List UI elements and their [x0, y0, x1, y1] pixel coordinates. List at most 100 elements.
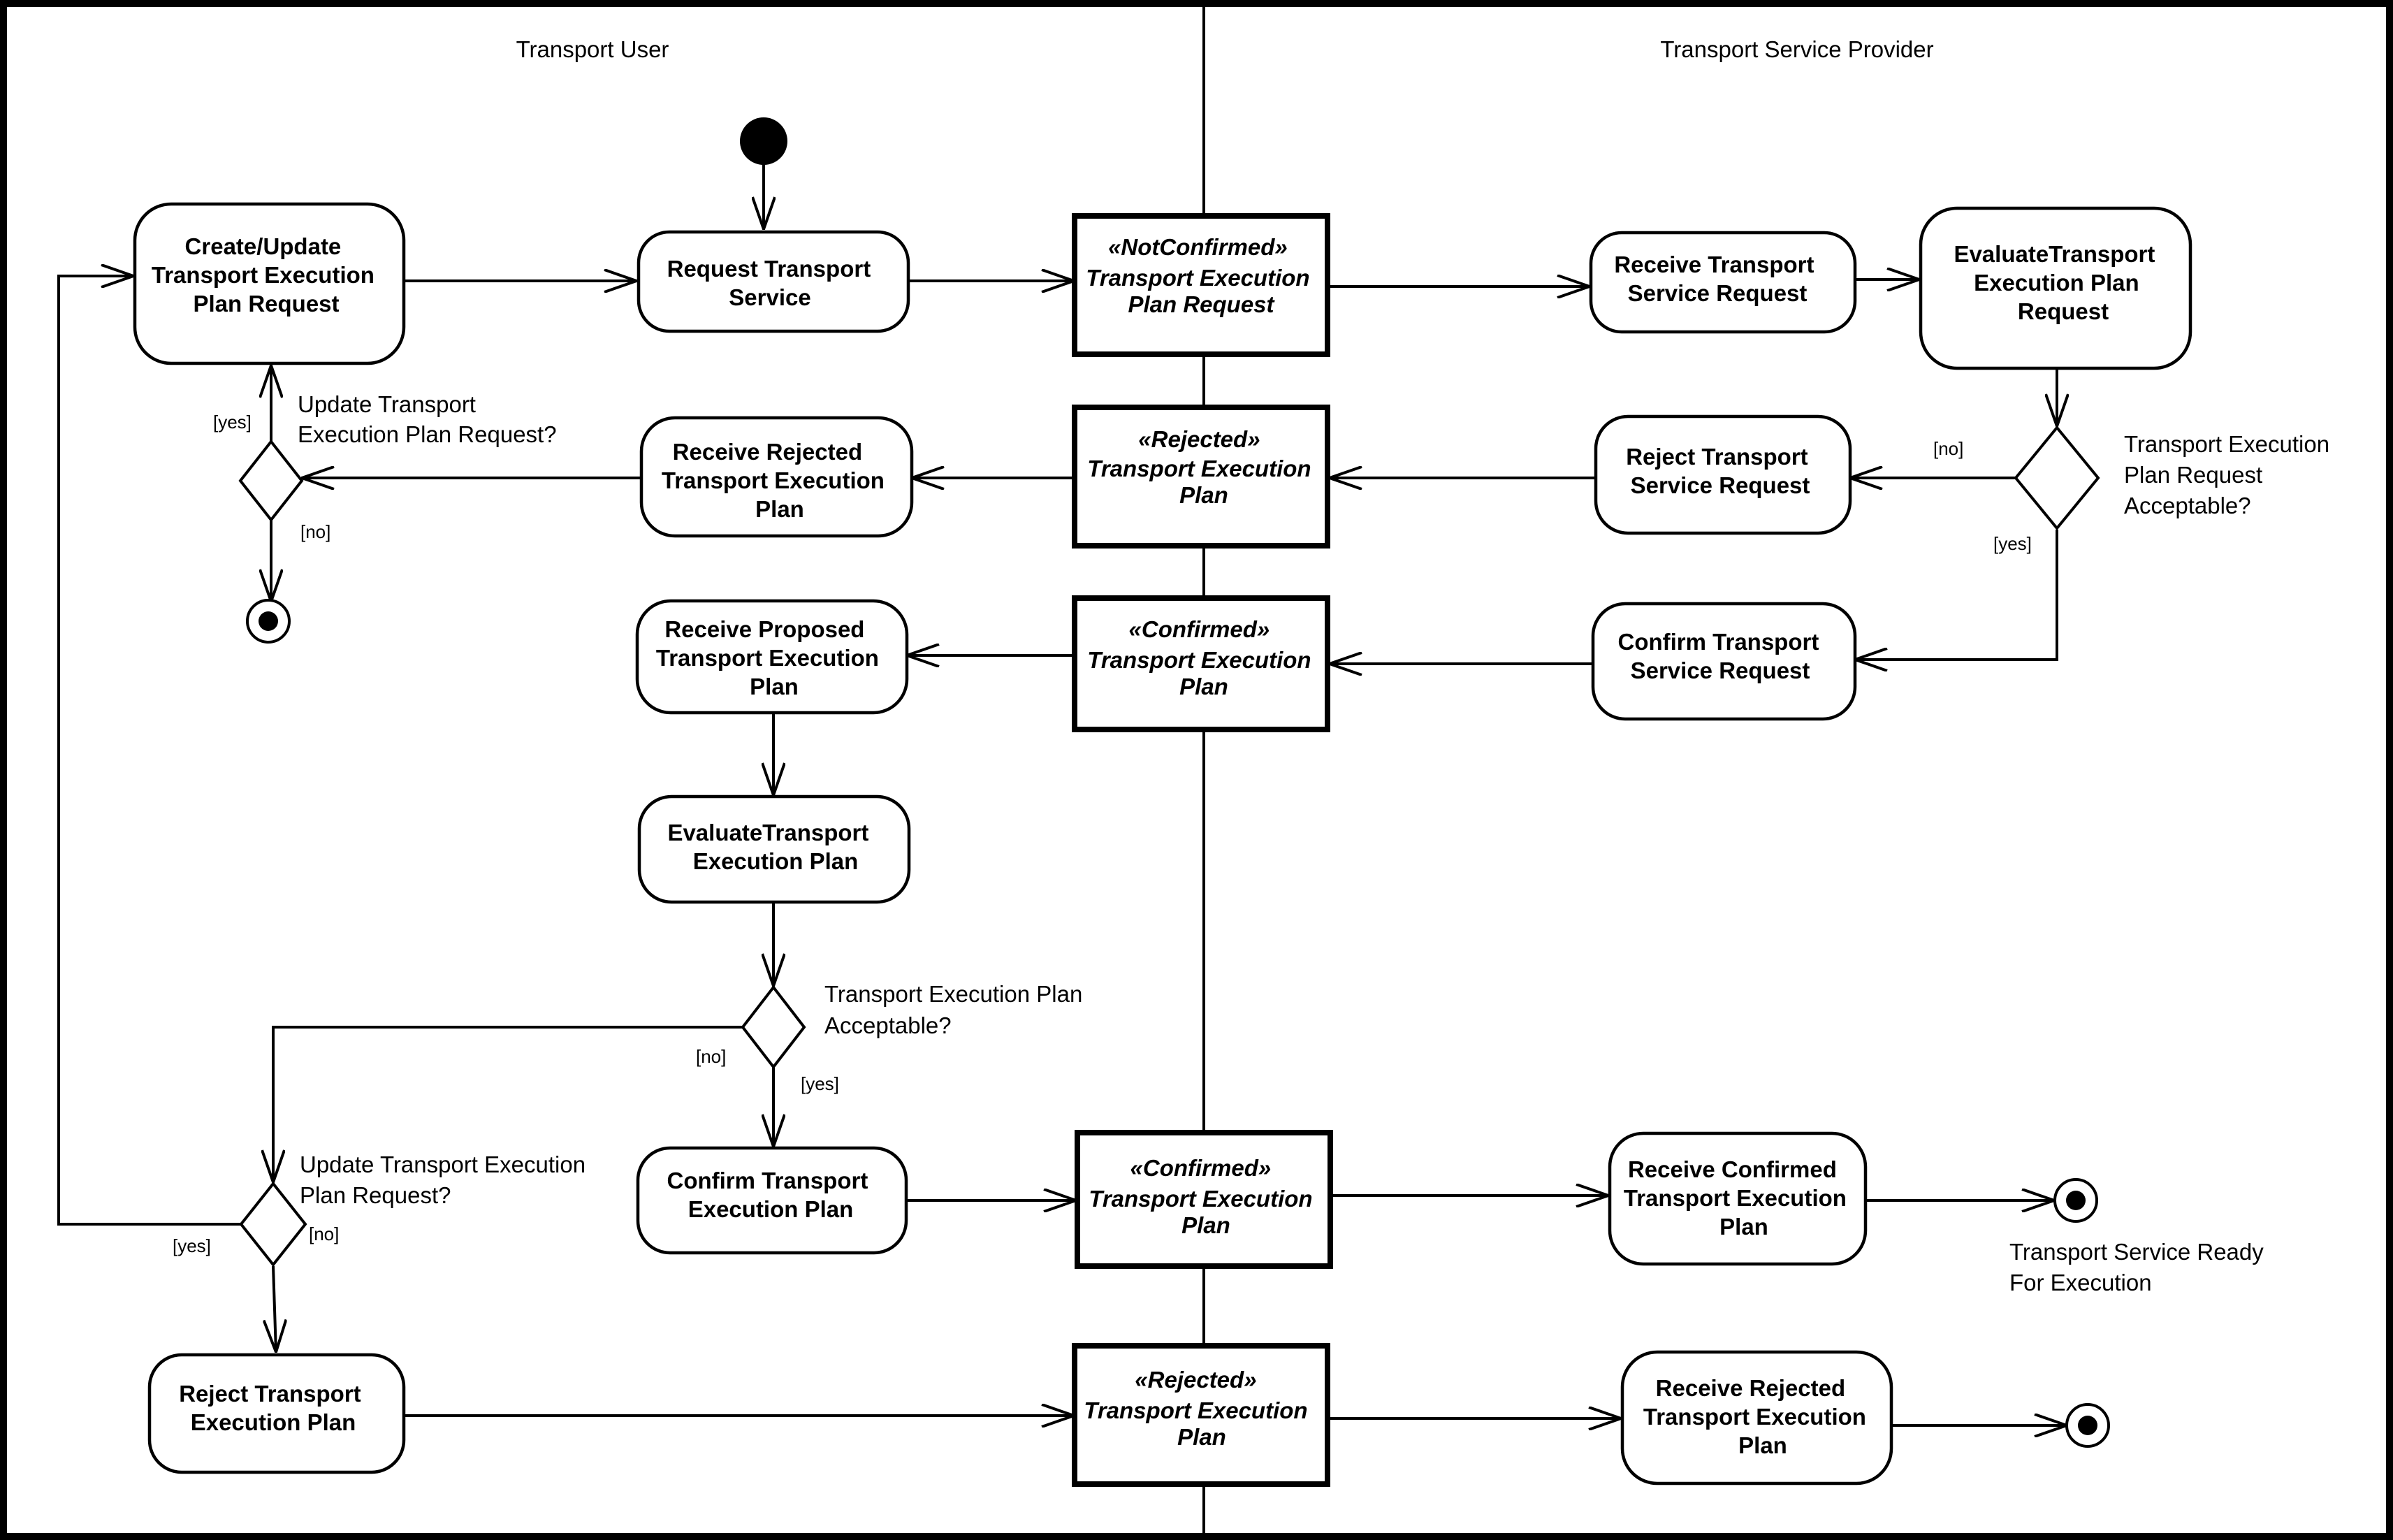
activity-request-transport-service[interactable]: Request Transport Service — [637, 230, 910, 333]
object-node-label: Transport Execution — [1084, 1397, 1307, 1423]
guard-yes: [yes] — [1993, 533, 2032, 554]
decision-plan-acceptable[interactable] — [741, 985, 806, 1070]
final-node-ready — [2053, 1178, 2098, 1223]
activity-label: Execution Plan — [688, 1196, 854, 1222]
svg-text:Confirm Transport Execut: Confirm Transport Execution Plan — [667, 1168, 874, 1222]
object-node-label: Transport Execution — [1089, 1186, 1312, 1212]
object-node-label: Transport Execution — [1087, 647, 1311, 673]
svg-text:Request Transport Servic: Request Transport Service — [667, 256, 878, 310]
decision-request-acceptable[interactable] — [2014, 425, 2100, 531]
lane-header-transport-user: Transport User — [516, 36, 669, 62]
activity-receive-rejected-plan-user[interactable]: Receive Rejected Transport Execution Pla… — [639, 416, 914, 538]
activity-label: Plan — [750, 674, 799, 699]
svg-text:«Rejected» Transport Exe: «Rejected» Transport Execution Plan — [1084, 1367, 1314, 1450]
object-node-label: Plan — [1179, 482, 1228, 508]
activity-label: Receive Rejected — [1656, 1375, 1846, 1401]
activity-label: Create/Update — [185, 233, 342, 259]
activity-label: Request — [2018, 298, 2109, 324]
activity-confirm-transport-service-request[interactable]: Confirm Transport Service Request — [1591, 602, 1857, 721]
object-node-label: Plan — [1181, 1212, 1230, 1238]
initial-node — [740, 117, 787, 165]
object-node-label: Transport Execution — [1087, 456, 1311, 481]
activity-evaluate-transport-execution-plan[interactable]: EvaluateTransport Execution Plan — [637, 794, 911, 904]
activity-receive-confirmed-plan[interactable]: Receive Confirmed Transport Execution Pl… — [1608, 1131, 1868, 1266]
guard-yes: [yes] — [213, 412, 252, 433]
activity-label: Transport Execution — [1643, 1404, 1866, 1430]
activity-create-update-request[interactable]: Create/Update Transport Execution Plan R… — [133, 202, 406, 365]
activity-label: Receive Transport — [1614, 252, 1814, 277]
svg-text:Reject Transport Executi: Reject Transport Execution Plan — [179, 1381, 368, 1435]
activity-confirm-transport-execution-plan[interactable]: Confirm Transport Execution Plan — [636, 1146, 908, 1255]
activity-label: Transport Execution — [152, 262, 374, 288]
activity-label: Transport Execution — [662, 467, 885, 493]
flow-decision-yes-to-confirm — [1855, 530, 2058, 660]
object-node-not-confirmed-request[interactable]: «NotConfirmed» Transport Execution Plan … — [1072, 213, 1330, 357]
svg-text:«NotConfirmed» Transport: «NotConfirmed» Transport Execution Plan … — [1086, 234, 1316, 317]
svg-text:Receive Transport Servic: Receive Transport Service Request — [1614, 252, 1820, 306]
guard-yes: [yes] — [173, 1235, 211, 1256]
svg-text:Receive Confirmed Transp: Receive Confirmed Transport Execution Pl… — [1624, 1156, 1853, 1240]
activity-label: Reject Transport — [179, 1381, 361, 1407]
activity-label: EvaluateTransport — [667, 820, 868, 845]
activity-label: Transport Execution — [656, 645, 879, 671]
decision-update-request-2[interactable] — [239, 1181, 307, 1267]
svg-text:Receive Rejected Transpo: Receive Rejected Transport Execution Pla… — [1643, 1375, 1872, 1458]
activity-label: Service Request — [1628, 280, 1808, 306]
object-node-label: «Confirmed» — [1130, 1155, 1272, 1181]
object-node-label: Transport Execution — [1086, 265, 1309, 291]
svg-text:Reject Transport Service: Reject Transport Service Request — [1626, 444, 1814, 498]
activity-reject-transport-execution-plan[interactable]: Reject Transport Execution Plan — [147, 1353, 406, 1474]
lane-header-transport-service-provider: Transport Service Provider — [1660, 36, 1933, 62]
object-node-label: «Rejected» — [1135, 1367, 1256, 1393]
guard-no: [no] — [1933, 438, 1963, 459]
guard-no: [no] — [309, 1223, 339, 1244]
activity-label: Plan Request — [193, 291, 339, 317]
activity-label: Receive Rejected — [673, 439, 863, 465]
object-node-label: Plan — [1177, 1424, 1226, 1450]
activity-receive-transport-service-request[interactable]: Receive Transport Service Request — [1589, 231, 1857, 334]
activity-label: Service Request — [1631, 472, 1810, 498]
activity-label: Confirm Transport — [667, 1168, 868, 1193]
decision-question-update-request-1: Update Transport Execution Plan Request? — [298, 391, 557, 447]
activity-evaluate-transport-execution-plan-request[interactable]: EvaluateTransport Execution Plan Request — [1919, 206, 2192, 370]
activity-label: Transport Execution — [1624, 1185, 1847, 1211]
control-flows — [57, 164, 2067, 1425]
svg-text:EvaluateTransport Execut: EvaluateTransport Execution Plan — [667, 820, 875, 874]
object-node-confirmed-plan-1[interactable]: «Confirmed» Transport Execution Plan — [1072, 595, 1330, 732]
object-node-rejected-plan-2[interactable]: «Rejected» Transport Execution Plan — [1072, 1343, 1330, 1487]
decision-question-plan-acceptable: Transport Execution Plan Acceptable? — [824, 981, 1089, 1038]
activity-label: Request Transport — [667, 256, 871, 282]
object-node-confirmed-plan-2[interactable]: «Confirmed» Transport Execution Plan — [1075, 1130, 1333, 1269]
activity-label: Plan — [755, 496, 804, 522]
object-node-rejected-plan-1[interactable]: «Rejected» Transport Execution Plan — [1072, 405, 1330, 549]
guard-yes: [yes] — [801, 1073, 839, 1094]
activity-receive-rejected-plan-provider[interactable]: Receive Rejected Transport Execution Pla… — [1620, 1350, 1893, 1485]
object-node-label: «NotConfirmed» — [1108, 234, 1288, 260]
svg-text:EvaluateTransport Execut: EvaluateTransport Execution Plan Request — [1954, 241, 2161, 324]
activity-label: Execution Plan — [693, 848, 859, 874]
activity-receive-proposed-plan[interactable]: Receive Proposed Transport Execution Pla… — [635, 599, 909, 715]
activity-label: Execution Plan — [1974, 270, 2139, 296]
activity-reject-transport-service-request[interactable]: Reject Transport Service Request — [1594, 414, 1852, 535]
object-node-label: «Rejected» — [1138, 426, 1260, 452]
final-node-rejected-plan — [2065, 1403, 2110, 1448]
activity-label: Reject Transport — [1626, 444, 1808, 470]
activity-label: Execution Plan — [191, 1409, 356, 1435]
object-node-label: «Confirmed» — [1129, 616, 1270, 642]
guard-no: [no] — [696, 1046, 726, 1067]
svg-text:Confirm Transport Servic: Confirm Transport Service Request — [1617, 629, 1825, 683]
activity-label: Receive Proposed — [664, 616, 864, 642]
flow-decision3-yes-loop — [57, 276, 240, 1226]
guard-no: [no] — [300, 521, 330, 542]
activity-label: Confirm Transport — [1617, 629, 1819, 655]
activity-label: Service Request — [1631, 658, 1810, 683]
svg-text:Receive Proposed Transpo: Receive Proposed Transport Execution Pla… — [656, 616, 885, 699]
svg-text:Receive Rejected Transpo: Receive Rejected Transport Execution Pla… — [662, 439, 891, 522]
activity-label: Plan — [1738, 1432, 1787, 1458]
svg-text:«Rejected» Transport Exe: «Rejected» Transport Execution Plan — [1087, 426, 1317, 508]
object-node-label: Plan Request — [1128, 291, 1275, 317]
activity-label: Plan — [1719, 1214, 1768, 1240]
object-node-label: Plan — [1179, 674, 1228, 699]
decision-update-request-1[interactable] — [238, 439, 304, 523]
